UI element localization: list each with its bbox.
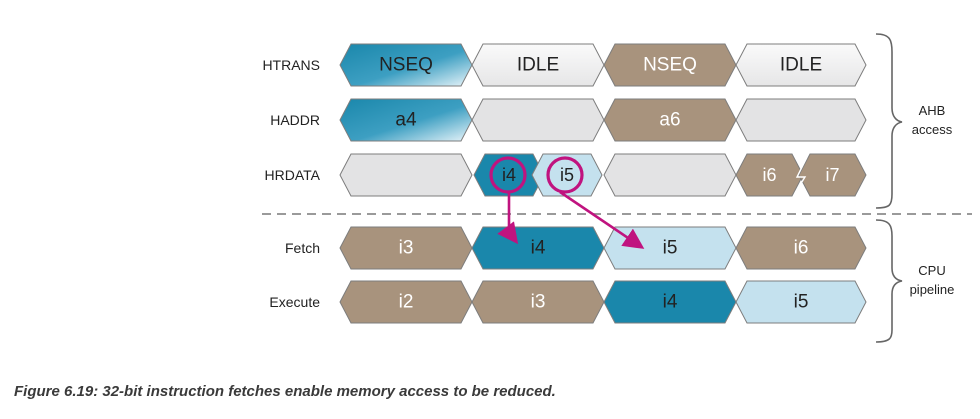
cell-text-i7: i7 — [825, 165, 839, 185]
row-label-htrans: HTRANS — [262, 57, 320, 73]
cell-text-htrans-3: IDLE — [780, 55, 822, 76]
row-label-execute: Execute — [269, 294, 320, 310]
cell-fetch-3 — [735, 226, 867, 270]
row-label-fetch: Fetch — [285, 240, 320, 256]
cell-text-htrans-2: NSEQ — [643, 55, 697, 76]
cell-text-i5: i5 — [560, 165, 574, 185]
cell-text-fetch-3: i6 — [794, 238, 809, 259]
figure-caption: Figure 6.19: 32-bit instruction fetches … — [14, 383, 556, 400]
arrow-i5-to-fetch — [559, 190, 645, 249]
cell-text-i4: i4 — [502, 165, 516, 185]
fetch-arrows — [489, 156, 645, 249]
cell-htrans-3 — [735, 43, 867, 87]
cpu-pipeline-label-line2: pipeline — [910, 282, 955, 297]
cell-hrdata-0 — [339, 153, 473, 197]
cell-text-fetch-1: i4 — [531, 238, 546, 259]
cell-text-execute-3: i5 — [794, 292, 809, 313]
cell-hrdata-i5 — [531, 153, 603, 197]
cell-text-fetch-2: i5 — [663, 238, 678, 259]
cell-hrdata-i7 — [798, 153, 867, 197]
ahb-access-label-line2: access — [912, 122, 953, 137]
cell-hrdata-2 — [603, 153, 737, 197]
cell-text-execute-1: i3 — [531, 292, 546, 313]
arrow-i4-to-fetch — [497, 192, 519, 245]
highlight-circle-i5 — [546, 156, 584, 194]
cpu-pipeline-brace — [875, 219, 903, 343]
cpu-pipeline-label-line1: CPU — [918, 263, 945, 278]
ahb-access-brace — [875, 33, 903, 209]
cell-haddr-3 — [735, 98, 867, 142]
split-divider — [794, 156, 808, 194]
cell-text-haddr-2: a6 — [659, 110, 680, 131]
cell-text-i6: i6 — [762, 165, 776, 185]
row-label-hrdata: HRDATA — [265, 167, 321, 183]
cell-haddr-1 — [471, 98, 605, 142]
cell-text-execute-0: i2 — [399, 292, 414, 313]
cell-text-execute-2: i4 — [663, 292, 678, 313]
cell-text-htrans-0: NSEQ — [379, 55, 433, 76]
ahb-access-label-line1: AHB — [919, 103, 946, 118]
cell-text-fetch-0: i3 — [399, 238, 414, 259]
row-label-haddr: HADDR — [270, 112, 320, 128]
cell-execute-3 — [735, 280, 867, 324]
cell-text-haddr-0: a4 — [395, 110, 417, 131]
cell-text-htrans-1: IDLE — [517, 55, 559, 76]
